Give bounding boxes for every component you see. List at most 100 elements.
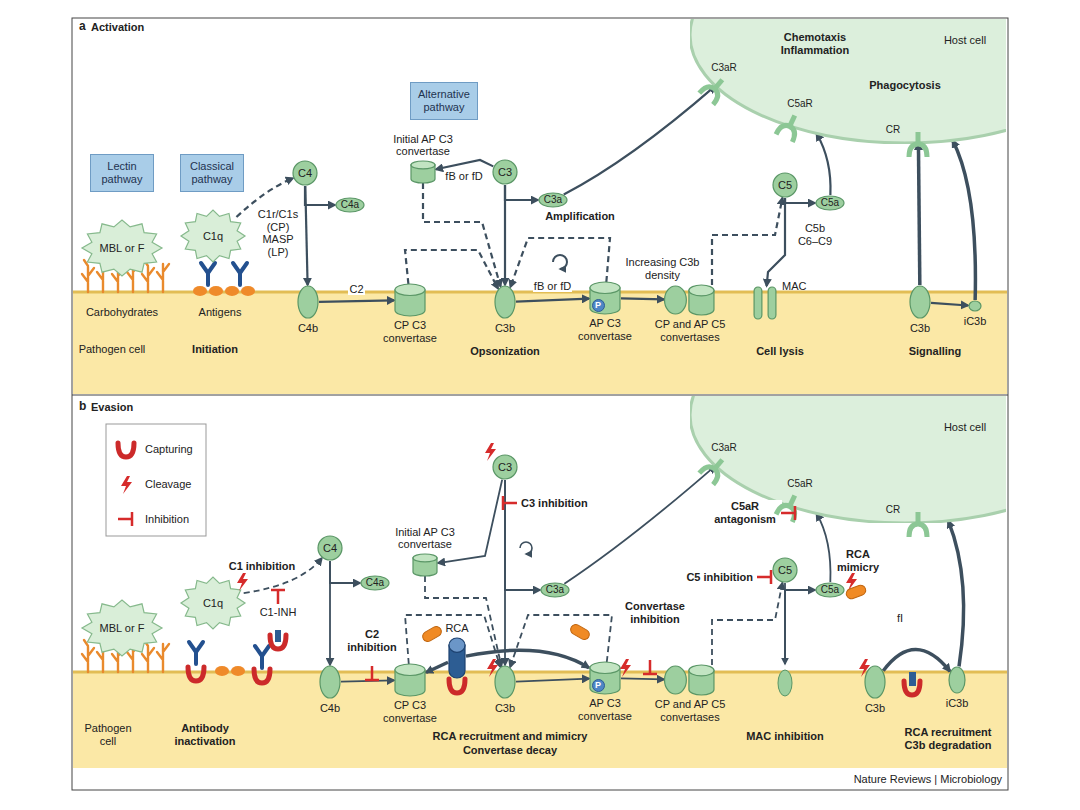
connector [767, 198, 785, 286]
complement-component: C5a [815, 195, 845, 211]
legend-label: Capturing [145, 443, 193, 456]
shape-part [539, 193, 567, 207]
complement-component: C3 [492, 159, 518, 185]
connector [305, 186, 307, 285]
oval-shape [494, 285, 516, 319]
shape-part [495, 666, 515, 698]
capturing-cup [270, 635, 286, 649]
shape-part [541, 583, 569, 597]
connector [505, 185, 538, 200]
oval-shape [864, 665, 886, 699]
node-label: C4 [298, 167, 312, 180]
capturing-cup [449, 679, 465, 693]
antigen [241, 286, 255, 296]
complement-component: Initial AP C3 convertase [410, 161, 436, 183]
shape-part [865, 666, 885, 698]
annotation-label: fI [896, 612, 904, 625]
recognition-molecule: C1q [180, 576, 246, 630]
annotation-label: C2 inhibition [346, 628, 398, 653]
antibody [189, 642, 203, 664]
complement-component: CP and AP C5 convertases [664, 665, 716, 695]
antibody [201, 263, 215, 285]
node-label: C5 [778, 564, 792, 577]
cleavage-bolt [487, 659, 498, 677]
connector [883, 650, 950, 672]
rca-shape [448, 638, 466, 678]
rca-mimic [845, 584, 867, 600]
node-label: C4b [298, 322, 318, 335]
phosphate-mark: P [592, 299, 605, 312]
connector [516, 299, 589, 302]
connector [436, 160, 493, 169]
node-label: C3 [498, 461, 512, 474]
node-label: C1q [203, 597, 223, 610]
connector [504, 480, 506, 665]
legend-label: Cleavage [145, 478, 191, 491]
node-label: MBL or F [100, 242, 145, 255]
annotation-label: MAC inhibition [745, 730, 825, 743]
capturing-cup [188, 667, 204, 681]
shape-part [969, 301, 981, 311]
legend-symbol [118, 512, 132, 526]
shape-part [768, 287, 776, 319]
capturing-cup [904, 681, 920, 695]
shape-part [689, 285, 714, 296]
oval-shape [297, 285, 319, 319]
ovs-shape [968, 300, 982, 312]
node-label: Initial AP C3 convertase [375, 526, 475, 551]
complement-component: C5 [772, 557, 798, 583]
connector [817, 513, 831, 582]
annotation-label: C5aR antagonism [708, 500, 782, 525]
shape-part [320, 666, 340, 698]
legend-box [106, 424, 206, 536]
receptor [909, 132, 927, 157]
shape-part [754, 287, 762, 319]
shape-part [773, 558, 797, 582]
c5b-arrow [784, 590, 786, 664]
shape-part [495, 286, 515, 318]
annotation-label: Pathogen cell [82, 722, 134, 747]
pathway-box: Lectin pathway [90, 154, 154, 192]
recognition-molecule: MBL or F [81, 219, 163, 277]
annotation-label: Carbohydrates [85, 306, 159, 319]
c5b-oval [778, 670, 792, 696]
complement-component: C3a [538, 192, 568, 208]
annotation-label: C3aR [710, 442, 738, 454]
complement-component: C4b [319, 665, 341, 699]
shape-part [318, 536, 342, 560]
shape-part [816, 583, 844, 597]
complement-component: Initial AP C3 convertase [412, 554, 438, 576]
annotation-label: RCA mimicry [833, 548, 883, 573]
cleavage-bolt [859, 659, 870, 677]
connector [953, 140, 976, 300]
annotation-label: C5 inhibition [685, 571, 754, 584]
complement-component: C4b [297, 285, 319, 319]
cyl-shape [410, 161, 436, 183]
annotation-label: a [78, 20, 87, 34]
inhibition-tee [503, 496, 517, 510]
complement-component: MAC [752, 286, 778, 320]
mac-shape [752, 286, 778, 320]
receptor [699, 74, 729, 105]
connector [817, 133, 831, 195]
rca-molecule [909, 672, 916, 686]
connector [564, 466, 715, 584]
node-label: CP C3 convertase [375, 319, 445, 344]
shape-part [690, 19, 1006, 143]
annotation-label: C3 inhibition [520, 497, 589, 510]
oval-shape [909, 285, 931, 319]
oval-shape [319, 665, 341, 699]
shape-part [181, 210, 245, 262]
connector [305, 186, 335, 205]
annotation-label: C5aR [786, 478, 814, 490]
node-label: iC3b [946, 697, 969, 710]
annotation-label: C3aR [710, 62, 738, 74]
shape-part [413, 554, 437, 562]
inhibition-tee [643, 660, 657, 674]
annotation-label: Opsonization [469, 345, 541, 358]
connector [510, 615, 612, 667]
c1-inh-molecule [275, 630, 281, 642]
shape-part [689, 665, 714, 676]
shape-part [293, 161, 317, 185]
node-label: C4b [320, 702, 340, 715]
